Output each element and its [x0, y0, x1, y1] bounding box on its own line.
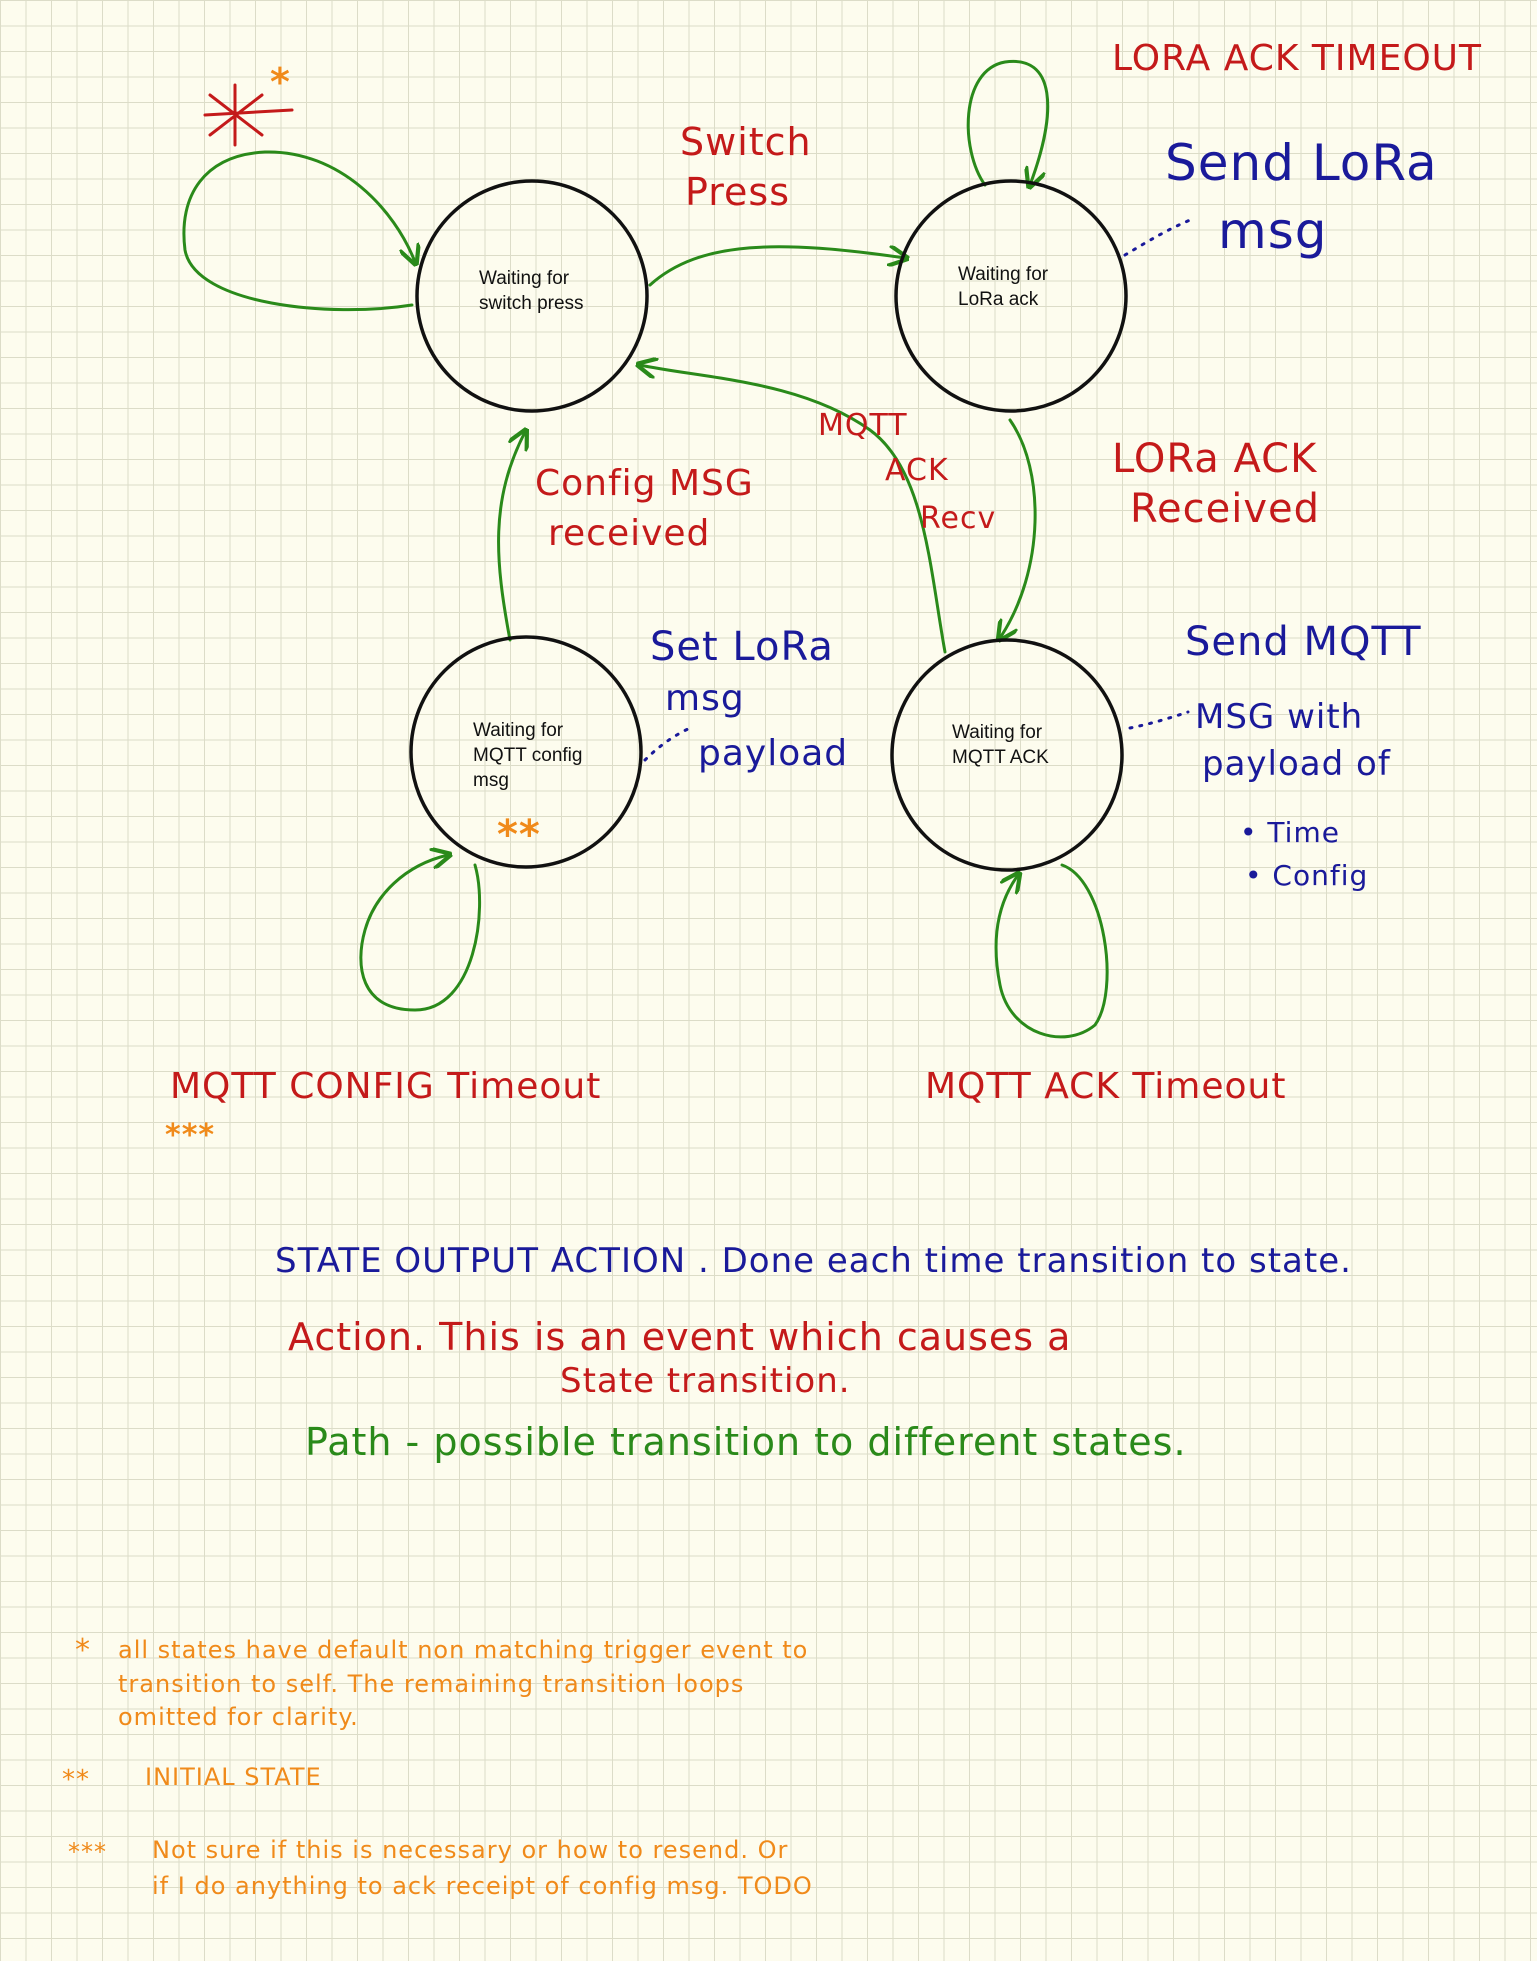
self-loop-switch-press	[182, 150, 415, 312]
state-label-line2: switch press	[479, 293, 584, 314]
state-lora-ack: Waiting for LoRa ack	[894, 179, 1128, 413]
send-mqtt-label-l3: payload of	[1202, 744, 1391, 784]
send-mqtt-label-l2: MSG with	[1195, 697, 1363, 737]
state-circle	[415, 179, 649, 413]
config-msg-label-l2: received	[548, 513, 710, 554]
switch-press-label-l1: Switch	[680, 120, 812, 164]
send-mqtt-bullet-config: • Config	[1245, 859, 1368, 892]
note3-marker: ***	[68, 1838, 107, 1866]
footnote-marker-triple: ***	[165, 1118, 215, 1153]
send-lora-label-l1: Send LoRa	[1165, 134, 1438, 192]
state-label-line2: MQTT ACK	[952, 747, 1049, 768]
state-circle	[894, 179, 1128, 413]
state-circle	[409, 635, 643, 869]
state-output-labels: Send LoRa msg Set LoRa msg payload Send …	[650, 134, 1438, 892]
config-msg-label-l1: Config MSG	[535, 463, 754, 504]
lora-ack-received-label-l2: Received	[1130, 486, 1320, 532]
set-lora-label-l1: Set LoRa	[650, 624, 834, 670]
legend-state-output: STATE OUTPUT ACTION . Done each time tra…	[275, 1241, 1352, 1281]
footnotes: * all states have default non matching t…	[62, 1633, 813, 1900]
send-mqtt-label-l1: Send MQTT	[1185, 619, 1422, 665]
legend-action-l1: Action. This is an event which causes a	[288, 1315, 1071, 1359]
state-mqtt-ack: Waiting for MQTT ACK	[890, 638, 1124, 872]
lora-ack-received-label-l1: LORa ACK	[1112, 436, 1318, 482]
transition-lora-ack-received	[1000, 418, 1037, 638]
state-label-line3: msg	[473, 770, 509, 791]
send-mqtt-bullet-time: • Time	[1240, 816, 1340, 849]
state-label-line1: Waiting for	[958, 264, 1049, 285]
lora-ack-timeout-label: LORA ACK TIMEOUT	[1112, 38, 1482, 79]
state-label-line1: Waiting for	[473, 720, 564, 741]
mqtt-ack-recv-label-l3: Recv	[920, 501, 996, 536]
mqtt-ack-recv-label-l2: ACK	[885, 453, 949, 488]
asterisk-icon	[203, 83, 294, 147]
mqtt-ack-timeout-label: MQTT ACK Timeout	[925, 1066, 1286, 1107]
send-lora-label-l2: msg	[1218, 202, 1328, 260]
note2-text: INITIAL STATE	[145, 1763, 322, 1791]
self-loop-mqtt-config	[359, 855, 482, 1012]
footnote-marker-single: *	[270, 60, 291, 104]
event-labels: LORA ACK TIMEOUT Switch Press MQTT ACK R…	[170, 38, 1482, 1107]
dotted-connectors	[643, 216, 1197, 762]
dots-send-mqtt	[1128, 710, 1190, 730]
legend-path: Path - possible transition to different …	[305, 1420, 1187, 1464]
self-loop-mqtt-ack	[994, 863, 1109, 1039]
state-label-line2: LoRa ack	[958, 289, 1039, 310]
transition-switch-press	[648, 247, 905, 287]
dots-send-lora	[1123, 216, 1197, 257]
note1-line3: omitted for clarity.	[118, 1703, 359, 1731]
state-switch-press: Waiting for switch press	[415, 179, 649, 413]
note1-line1: all states have default non matching tri…	[118, 1636, 808, 1664]
dots-set-lora	[643, 726, 692, 762]
transition-config-msg-received	[497, 432, 525, 642]
mqtt-config-timeout-label: MQTT CONFIG Timeout	[170, 1066, 601, 1107]
note3-line2: if I do anything to ack receipt of confi…	[152, 1872, 813, 1900]
transition-mqtt-ack-recv	[640, 365, 947, 654]
state-label-line2: MQTT config	[473, 745, 582, 766]
state-circle	[890, 638, 1124, 872]
state-mqtt-config: Waiting for MQTT config msg **	[409, 635, 643, 869]
state-label-line1: Waiting for	[952, 722, 1043, 743]
mqtt-ack-recv-label-l1: MQTT	[818, 408, 908, 443]
set-lora-label-l2: msg	[665, 678, 745, 719]
set-lora-label-l3: payload	[698, 733, 848, 774]
note1-marker: *	[75, 1633, 91, 1668]
note2-marker: **	[62, 1765, 90, 1795]
switch-press-label-l2: Press	[685, 170, 790, 214]
initial-state-marker: **	[497, 812, 541, 858]
transitions	[182, 59, 1109, 1039]
note3-line1: Not sure if this is necessary or how to …	[152, 1836, 788, 1864]
note1-line2: transition to self. The remaining transi…	[118, 1670, 744, 1698]
self-loop-lora-ack	[966, 59, 1050, 185]
state-label-line1: Waiting for	[479, 268, 570, 289]
legend: STATE OUTPUT ACTION . Done each time tra…	[275, 1241, 1352, 1464]
legend-action-l2: State transition.	[560, 1361, 851, 1401]
